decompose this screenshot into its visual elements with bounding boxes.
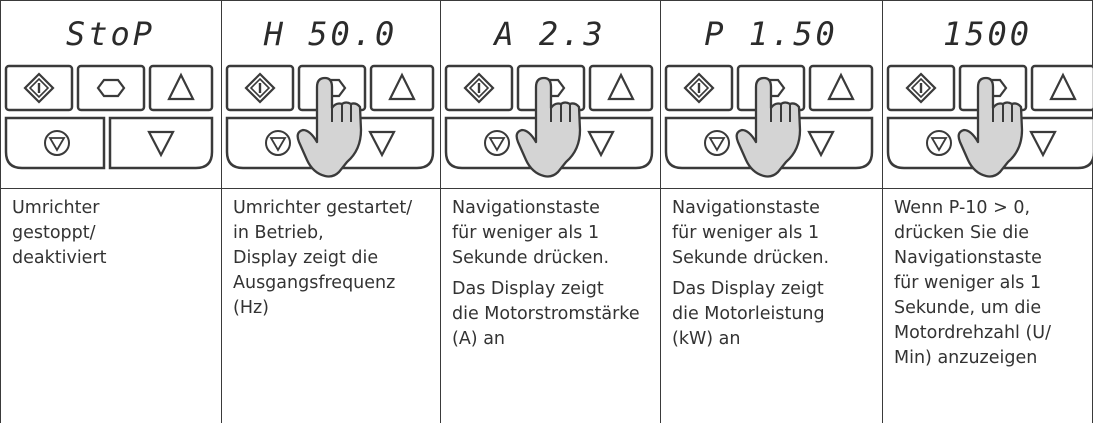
up-arrow-key-icon[interactable]	[369, 64, 435, 112]
step-description: Navigationstaste für weniger als 1 Sekun…	[672, 196, 876, 358]
down-arrow-glyph	[147, 130, 175, 158]
table-divider	[440, 0, 441, 423]
down-arrow-glyph	[587, 130, 615, 158]
down-arrow-glyph	[1029, 130, 1057, 158]
description-text: Das Display zeigt die Motorstromstärke (…	[452, 279, 640, 349]
table-divider	[0, 0, 1, 423]
start-key-glyph	[683, 72, 715, 104]
pressing-hand-icon	[735, 76, 802, 178]
step-description: Wenn P-10 > 0, drücken Sie die Navigatio…	[894, 196, 1087, 377]
keypad	[221, 60, 440, 180]
pressing-hand-icon	[296, 76, 363, 178]
keypad	[882, 60, 1093, 180]
navigate-key-glyph	[96, 78, 126, 98]
table-rule	[0, 0, 1093, 1]
stop-key-icon[interactable]	[4, 116, 106, 170]
keypad	[660, 60, 882, 180]
keypad	[440, 60, 660, 180]
stop-key-glyph	[44, 130, 70, 156]
seven-segment-display: P 1.50	[704, 15, 838, 53]
up-arrow-key-icon[interactable]	[148, 64, 214, 112]
up-arrow-key-icon[interactable]	[1030, 64, 1093, 112]
down-arrow-glyph	[807, 130, 835, 158]
start-key-glyph	[23, 72, 55, 104]
description-text: Das Display zeigt die Motorleistung (kW)…	[672, 279, 825, 349]
stop-key-glyph	[265, 130, 291, 156]
stop-key-glyph	[926, 130, 952, 156]
description-text: Navigationstaste für weniger als 1 Sekun…	[452, 198, 610, 268]
up-arrow-key-icon[interactable]	[808, 64, 874, 112]
description-paragraph: Umrichter gestartet/ in Betrieb, Display…	[233, 196, 434, 321]
up-arrow-glyph	[167, 72, 195, 101]
description-text: Umrichter gestoppt/ deaktiviert	[12, 198, 107, 268]
table-rule	[0, 188, 1093, 189]
description-text: Wenn P-10 > 0, drücken Sie die Navigatio…	[894, 198, 1051, 368]
keypad	[0, 60, 221, 180]
table-divider	[660, 0, 661, 423]
description-text: Umrichter gestartet/ in Betrieb, Display…	[233, 198, 413, 318]
down-arrow-glyph	[368, 130, 396, 158]
down-arrow-key-icon[interactable]	[108, 116, 214, 170]
stop-key-glyph	[484, 130, 510, 156]
stop-key-glyph	[704, 130, 730, 156]
hand-finger-lines	[770, 104, 791, 122]
up-arrow-key-icon[interactable]	[588, 64, 654, 112]
step-description: Umrichter gestoppt/ deaktiviert	[12, 196, 215, 277]
pressing-hand-icon	[957, 76, 1024, 178]
start-key-glyph	[463, 72, 495, 104]
description-paragraph: Das Display zeigt die Motorleistung (kW)…	[672, 277, 876, 352]
start-key-glyph	[905, 72, 937, 104]
step-description: Umrichter gestartet/ in Betrieb, Display…	[233, 196, 434, 327]
start-key-glyph	[244, 72, 276, 104]
hand-finger-lines	[992, 104, 1013, 122]
description-paragraph: Navigationstaste für weniger als 1 Sekun…	[452, 196, 654, 271]
seven-segment-display: A 2.3	[494, 15, 606, 53]
description-text: Navigationstaste für weniger als 1 Sekun…	[672, 198, 830, 268]
hand-finger-lines	[550, 104, 571, 122]
up-arrow-glyph	[1049, 72, 1077, 101]
table-divider	[221, 0, 222, 423]
description-paragraph: Navigationstaste für weniger als 1 Sekun…	[672, 196, 876, 271]
up-arrow-glyph	[607, 72, 635, 101]
pressing-hand-icon	[515, 76, 582, 178]
navigate-key-icon[interactable]	[76, 64, 146, 112]
step-column: StoP Umrichter gestoppt/ deaktiviert	[0, 0, 221, 423]
hand-finger-lines	[331, 104, 352, 122]
seven-segment-display: H 50.0	[263, 15, 398, 53]
seven-segment-display: StoP	[65, 15, 156, 53]
table-divider	[882, 0, 883, 423]
step-description: Navigationstaste für weniger als 1 Sekun…	[452, 196, 654, 358]
description-paragraph: Das Display zeigt die Motorstromstärke (…	[452, 277, 654, 352]
up-arrow-glyph	[388, 72, 416, 101]
seven-segment-display: 1500	[942, 15, 1033, 53]
description-paragraph: Umrichter gestoppt/ deaktiviert	[12, 196, 215, 271]
description-paragraph: Wenn P-10 > 0, drücken Sie die Navigatio…	[894, 196, 1087, 371]
up-arrow-glyph	[827, 72, 855, 101]
